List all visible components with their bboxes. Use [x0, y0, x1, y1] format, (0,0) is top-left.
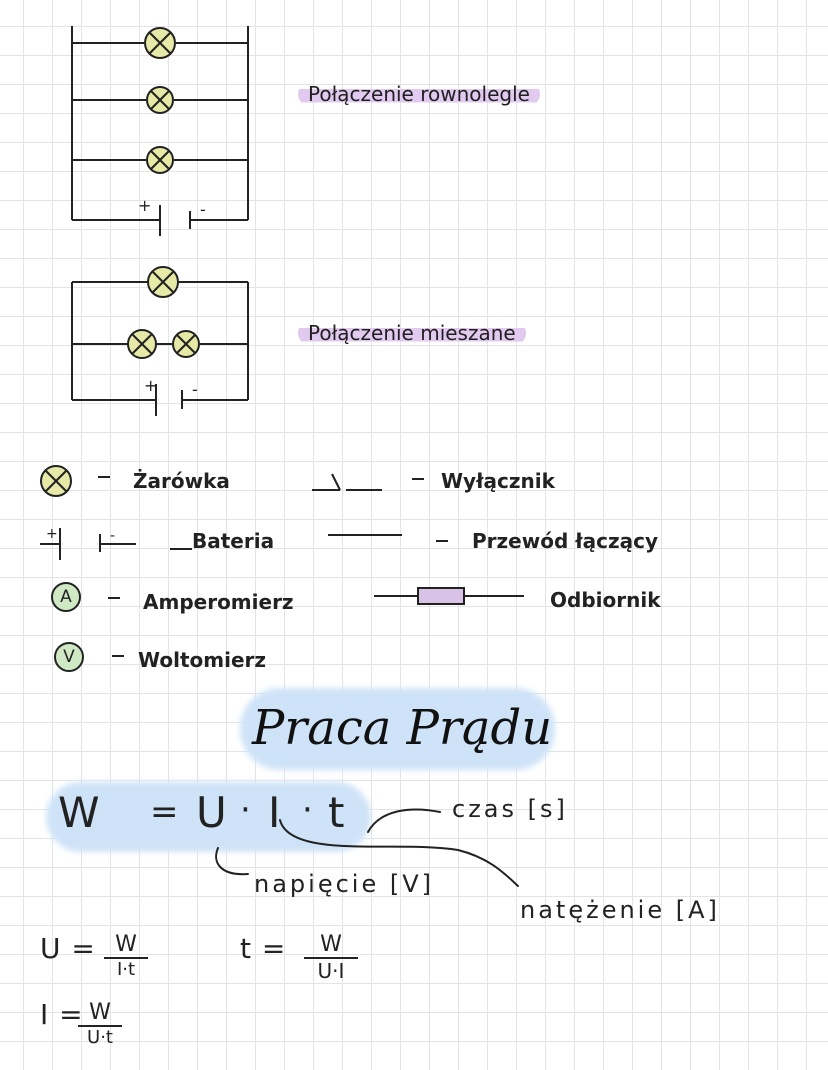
formula-w: W	[58, 788, 103, 837]
legend-dash	[412, 478, 424, 480]
bulb-icon	[172, 330, 200, 358]
legend-wire-label: Przewód łączący	[472, 529, 659, 553]
derived-u-lhs: U =	[40, 932, 96, 965]
formula-note-voltage: napięcie [V]	[254, 870, 434, 898]
formula-highlight	[46, 782, 371, 852]
battery-plus-mark: +	[46, 526, 58, 542]
legend-dash	[170, 548, 192, 550]
bulb-icon	[144, 27, 176, 59]
derived-u-numerator: W	[115, 932, 137, 957]
battery-minus-mark: -	[110, 528, 115, 544]
fraction-bar	[104, 957, 148, 959]
formula-t: t	[328, 788, 348, 837]
bulb-icon	[146, 86, 174, 114]
derived-t-denominator: U·I	[317, 959, 345, 983]
bulb-icon	[147, 266, 179, 298]
legend-switch-label: Wyłącznik	[441, 469, 555, 493]
legend-battery-label: Bateria	[192, 529, 275, 553]
formula-note-time: czas [s]	[452, 795, 568, 823]
legend-dash	[98, 476, 110, 478]
formula-u: U	[196, 788, 230, 837]
parallel-heading: Połączenie rownolegle	[298, 82, 540, 106]
switch-icon	[312, 473, 382, 491]
mixed-circuit-diagram	[71, 266, 249, 416]
mixed-heading: Połączenie mieszane	[298, 321, 526, 345]
formula-dot: ·	[240, 790, 254, 830]
derived-i-fraction: W U·t	[78, 1000, 122, 1048]
derived-u-denominator: I·t	[116, 959, 136, 980]
battery-plus-mark: +	[138, 196, 152, 215]
legend-ammeter-label: Amperomierz	[143, 590, 294, 614]
fraction-bar	[304, 957, 358, 959]
legend-dash	[112, 655, 124, 657]
battery-icon: + -	[40, 526, 136, 560]
derived-t-numerator: W	[320, 932, 342, 957]
derived-i-numerator: W	[89, 1000, 111, 1025]
derived-t-fraction: W U·I	[304, 932, 358, 983]
derived-i-denominator: U·t	[87, 1027, 113, 1048]
derived-i-lhs: I =	[40, 998, 84, 1031]
formula-dot: ·	[302, 790, 316, 830]
bulb-icon	[40, 465, 72, 497]
bulb-icon	[127, 329, 157, 359]
formula-i: I	[268, 788, 284, 837]
derived-u-fraction: W I·t	[104, 932, 148, 980]
formula-equals: =	[150, 792, 182, 832]
legend-bulb-label: Żarówka	[133, 469, 230, 493]
legend-receiver-label: Odbiornik	[550, 588, 661, 612]
battery-minus-mark: -	[192, 380, 198, 399]
wire-icon	[328, 534, 402, 536]
page-title: Praca Prądu	[252, 700, 553, 756]
title-highlight	[240, 688, 555, 770]
fraction-bar	[78, 1025, 122, 1027]
voltmeter-icon: V	[54, 642, 84, 672]
bulb-icon	[146, 146, 174, 174]
resistor-icon	[374, 587, 524, 605]
parallel-circuit-diagram	[71, 26, 249, 236]
legend-dash	[436, 540, 448, 542]
formula-annotation-lines	[215, 808, 519, 887]
ammeter-icon: A	[51, 582, 81, 612]
battery-minus-mark: -	[200, 200, 206, 219]
formula-note-current: natężenie [A]	[520, 896, 720, 924]
battery-plus-mark: +	[144, 376, 158, 395]
derived-t-lhs: t =	[240, 932, 287, 965]
legend-voltmeter-label: Woltomierz	[138, 648, 267, 672]
legend-dash	[108, 597, 120, 599]
